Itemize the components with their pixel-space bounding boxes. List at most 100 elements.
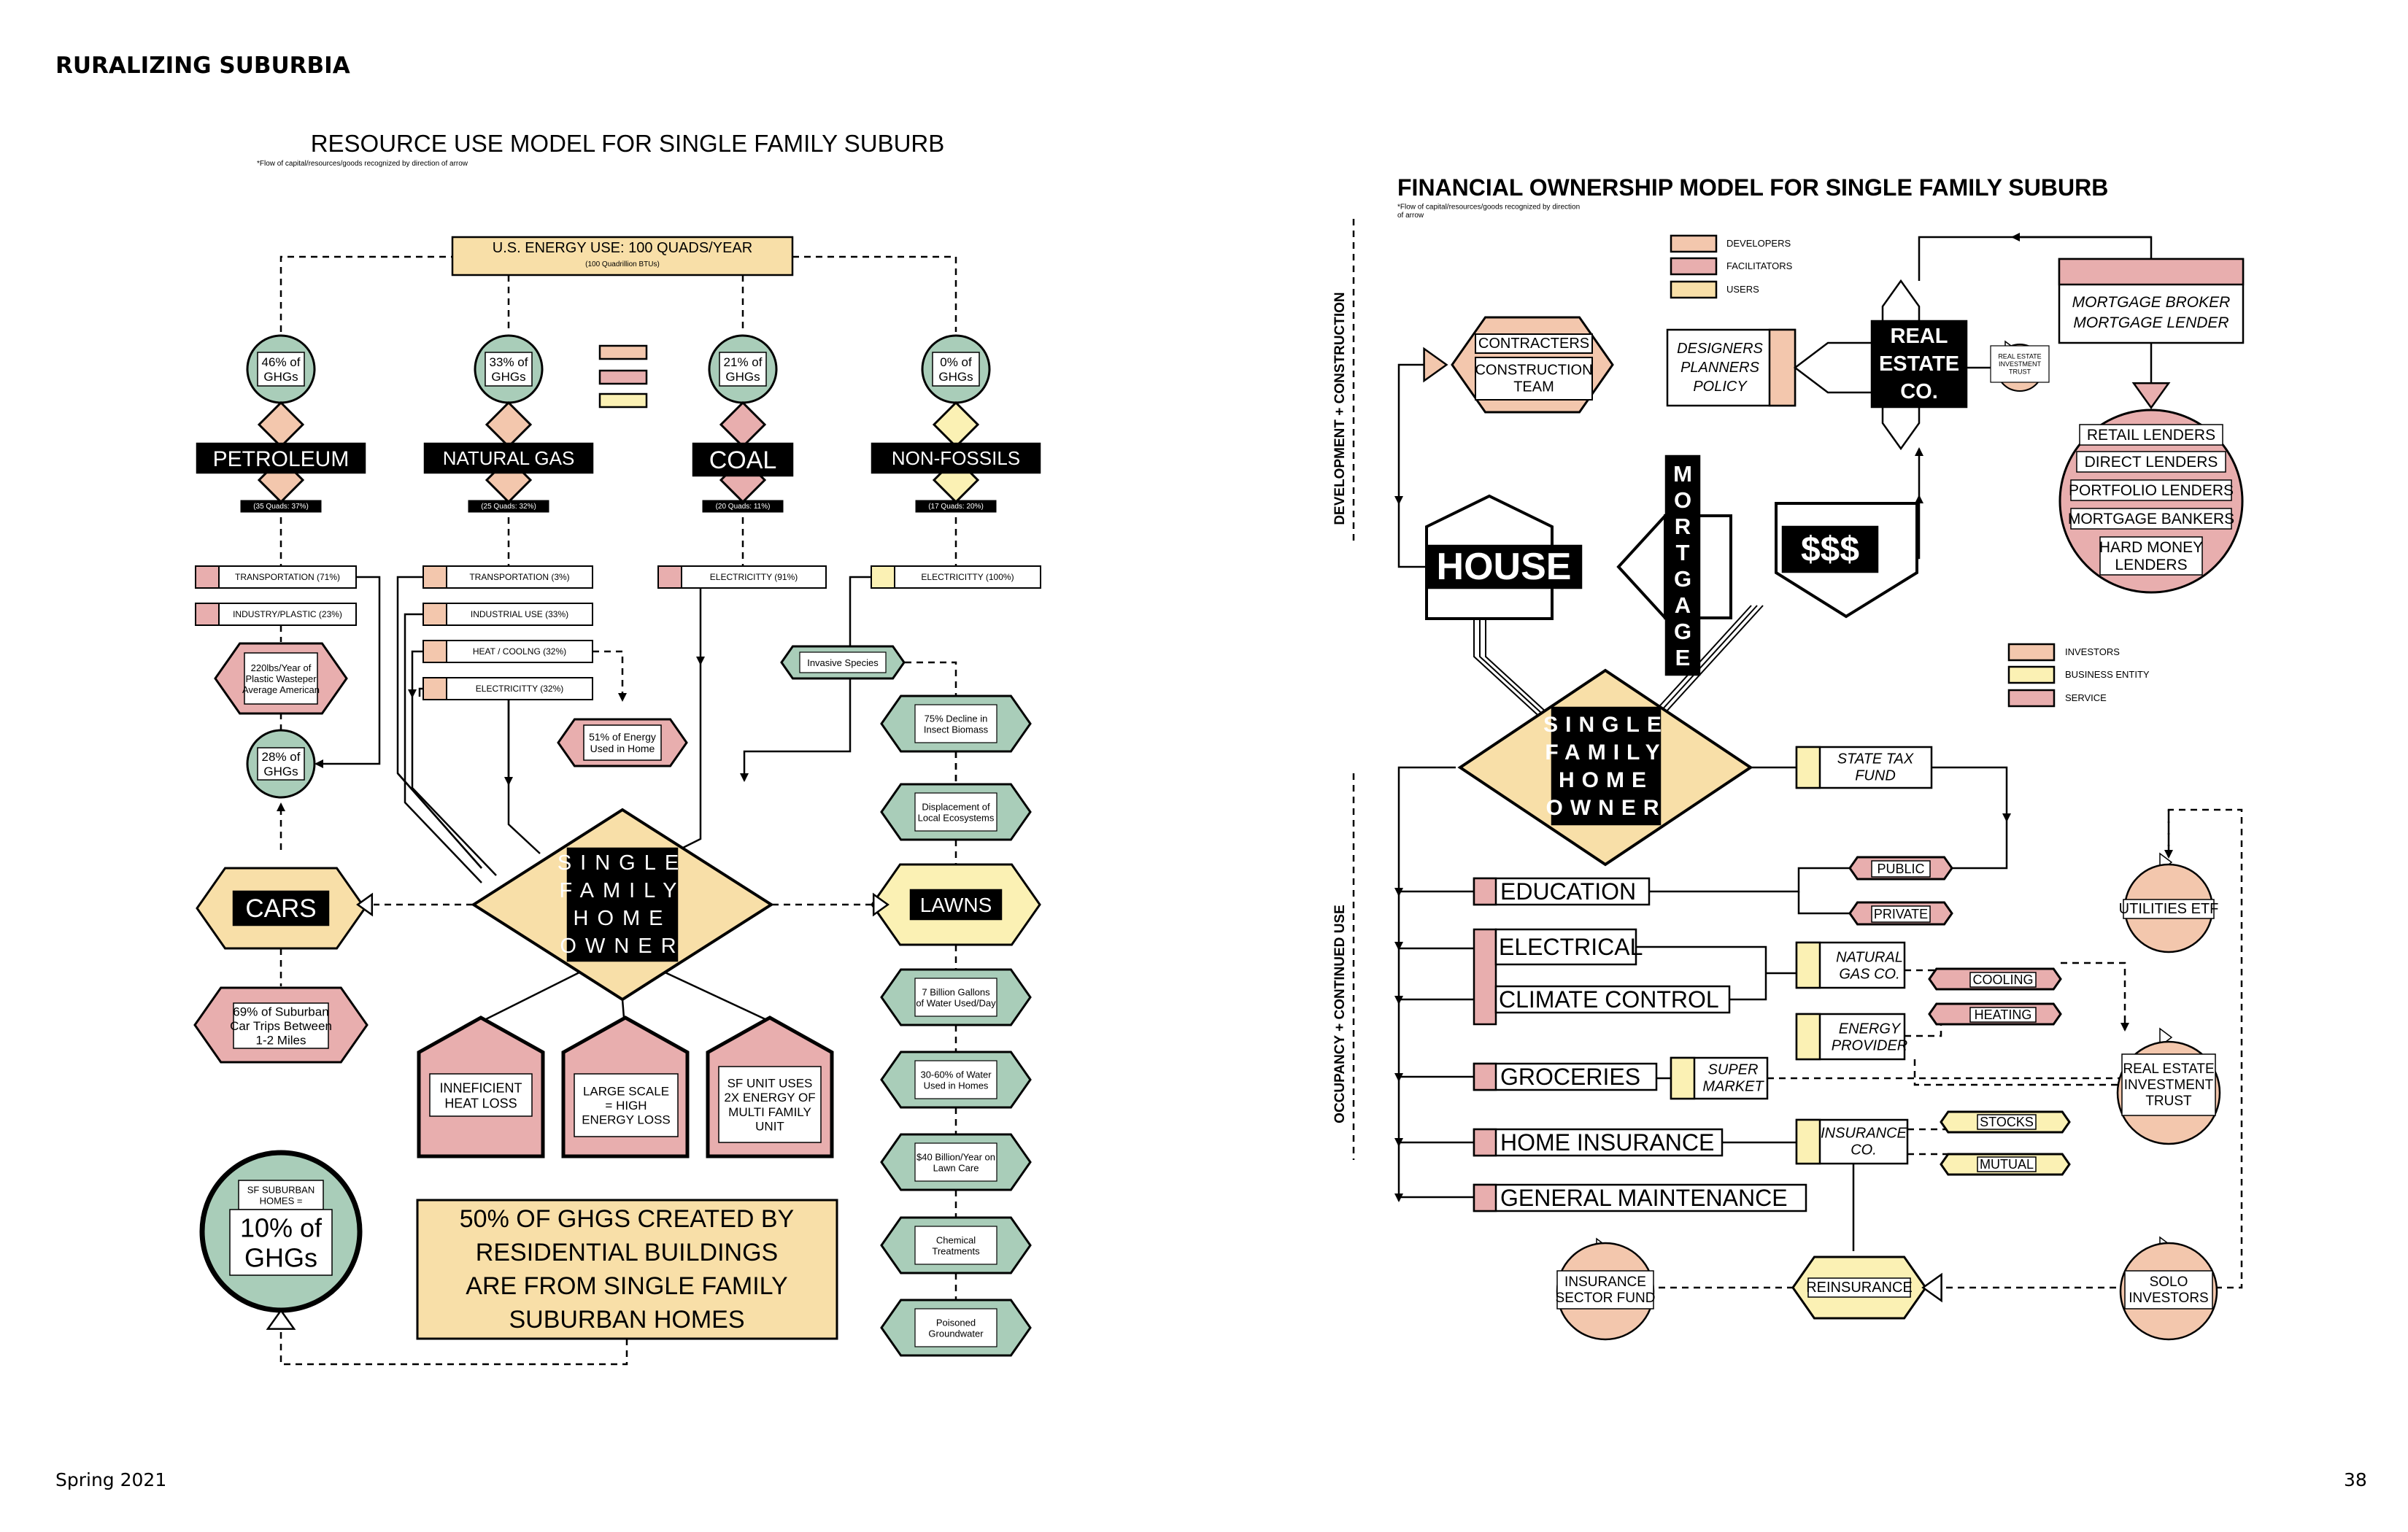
energy-use-box: [451, 236, 794, 276]
flow-industrial: [404, 613, 482, 883]
eco-label: [914, 1142, 997, 1182]
use-text: TRANSPORTATION (71%): [235, 572, 340, 582]
arrow-contract-down: [1394, 363, 1441, 505]
right-title: FINANCIAL OWNERSHIP MODEL FOR SINGLE FAM…: [1397, 174, 2108, 201]
use-swatch: [871, 565, 895, 589]
house-label: [429, 1073, 533, 1117]
triangle-marker: [872, 892, 890, 917]
source-gas: [423, 442, 594, 474]
footer-date: Spring 2021: [55, 1469, 167, 1490]
house-label: [718, 1066, 822, 1143]
gasco-swatch: [1795, 941, 1821, 989]
source-diamond: [932, 401, 980, 449]
reinsurance-label: [1807, 1277, 1911, 1298]
homeowner-box: [566, 847, 679, 962]
leader: [397, 773, 482, 869]
legend-text: USERS: [1726, 284, 1759, 295]
homes10-value: [229, 1209, 333, 1276]
side-label-occ: OCCUPANCY + CONTINUED USE: [1332, 905, 1348, 1123]
quads-text: (35 Quads: 37%): [253, 503, 309, 511]
energy-use-title: U.S. ENERGY USE: 100 QUADS/YEAR: [493, 240, 752, 256]
trips-label: [233, 1002, 329, 1049]
house-label-box: [1425, 544, 1583, 589]
house-label: [574, 1073, 679, 1137]
private-label: [1871, 905, 1931, 923]
service-swatch: [1473, 1062, 1497, 1091]
legend-text: BUSINESS ENTITY: [2065, 669, 2150, 680]
service-text: CLIMATE CONTROL: [1499, 986, 1719, 1013]
swatch: [598, 369, 648, 385]
use-text: ELECTRICITTY (91%): [710, 572, 798, 582]
left-title: RESOURCE USE MODEL FOR SINGLE FAMILY SUB…: [311, 130, 945, 157]
lender-label: [2076, 451, 2226, 473]
use-swatch: [657, 565, 682, 589]
stocks-text: STOCKS: [1980, 1115, 2034, 1129]
statetax-swatch: [1795, 746, 1821, 789]
arrow-heat: [408, 650, 423, 698]
lender-text: DIRECT LENDERS: [2085, 454, 2218, 471]
spine: [1397, 766, 1456, 1196]
use-swatch: [195, 603, 220, 626]
arrow-transport-ghg28: [314, 576, 381, 768]
use-text: INDUSTRIAL USE (33%): [471, 609, 568, 619]
use-swatch: [422, 565, 447, 589]
mortgage-arrow: [1616, 511, 1667, 622]
triple-line: [1473, 619, 1562, 738]
flow-electric: [418, 687, 423, 697]
energy-use-subtitle: (100 Quadrillion BTUs): [585, 260, 660, 268]
eco-label: [914, 1308, 997, 1347]
cooling-text: COOLING: [1972, 972, 2033, 987]
flow-gas-home: [507, 700, 541, 854]
electrical-box: [1494, 928, 1637, 966]
realestate-arrowhead: [1793, 341, 1873, 394]
triple-line: [1479, 619, 1568, 738]
insfund-label: [1556, 1270, 1654, 1309]
service-text: HOME INSURANCE: [1500, 1129, 1714, 1156]
energyprov-swatch: [1795, 1013, 1821, 1061]
cooling-label: [1969, 972, 2037, 988]
quads-badge: [468, 500, 549, 513]
right-note: *Flow of capital/resources/goods recogni…: [1397, 203, 1580, 220]
use-box: [422, 640, 593, 663]
lender-label: [2099, 536, 2203, 576]
invasive-label: [799, 651, 887, 673]
service-box: [1473, 1128, 1724, 1157]
realestate-box: [1870, 320, 1968, 409]
cars-box: [232, 890, 330, 926]
utilities-text: UTILITIES ETF: [2119, 901, 2219, 917]
contractors-label: [1475, 333, 1593, 354]
quads-text: (25 Quads: 32%): [481, 503, 536, 511]
service-text: GENERAL MAINTENANCE: [1500, 1185, 1788, 1211]
ghg50-box: [416, 1199, 838, 1340]
source-label: NATURAL GAS: [443, 447, 575, 469]
eco-label: [914, 1226, 997, 1265]
reinsurance-text: REINSURANCE: [1806, 1280, 1913, 1296]
legend-swatch: [2007, 689, 2056, 708]
left-note: *Flow of capital/resources/goods recogni…: [257, 160, 468, 168]
eco-label: [914, 792, 997, 832]
quads-badge: [702, 500, 784, 513]
triangle-marker: [1921, 1272, 1942, 1303]
leader-house: [621, 999, 625, 1018]
energy51-label: [583, 724, 662, 761]
service-swatch: [1473, 877, 1497, 906]
triple-line: [1649, 605, 1764, 730]
mutual-label: [1977, 1156, 2037, 1172]
legend-swatch: [2007, 643, 2056, 662]
leader-house: [481, 969, 584, 1023]
dash-petroleum: [279, 255, 452, 332]
dash-nonfossil: [792, 255, 957, 332]
lender-label: [2070, 479, 2232, 501]
source-nonfossil: [871, 442, 1041, 474]
link-private: [1797, 891, 1850, 915]
